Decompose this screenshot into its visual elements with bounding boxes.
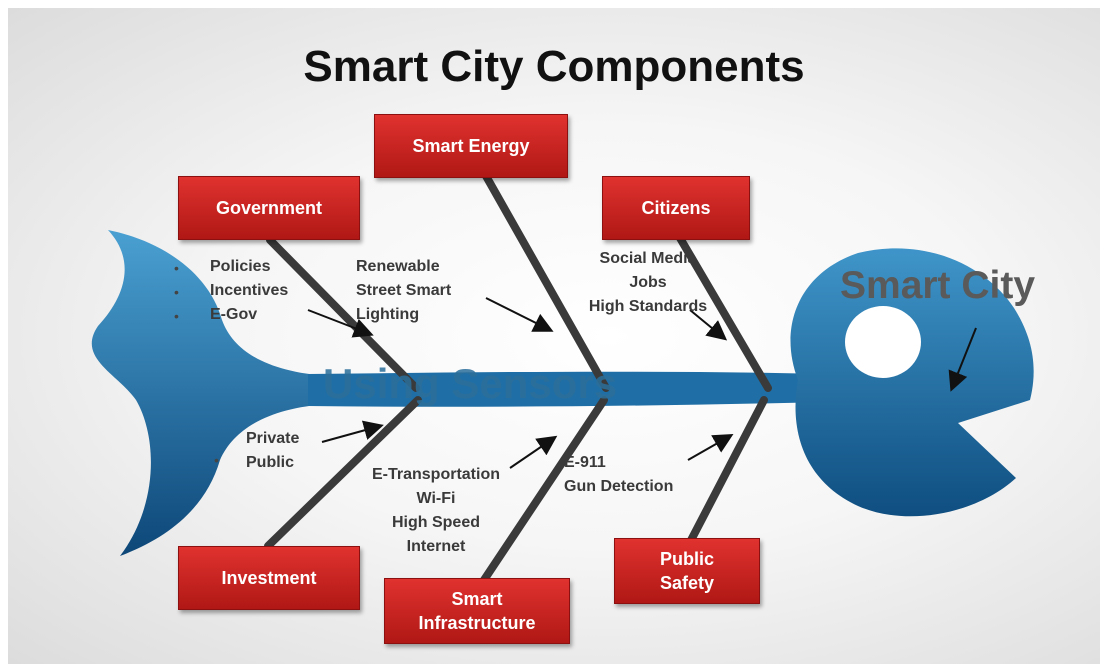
category-smart-energy: Smart Energy [374, 114, 568, 178]
detail-e-911: E-911 [564, 454, 606, 471]
fish-spine [308, 371, 828, 407]
head-label: Smart City [840, 264, 1036, 307]
fish-tail [91, 230, 328, 556]
detail-high-speed: High Speed [391, 514, 480, 531]
bone-smart-infrastructure [480, 396, 608, 584]
diagram-title: Smart City Components [303, 42, 805, 91]
detail-internet: Internet [406, 538, 466, 555]
bone-public-safety [684, 396, 768, 550]
fish-head [790, 248, 1034, 517]
bone-investment [264, 396, 422, 550]
detail-wi-fi: Wi-Fi [416, 490, 456, 507]
bullet: • [174, 260, 179, 276]
arrow-head [948, 327, 977, 392]
bullet: • [174, 284, 179, 300]
category-citizens: Citizens [602, 176, 750, 240]
bone-citizens [676, 234, 772, 392]
detail-e-gov: E-Gov [210, 306, 258, 323]
detail-lighting: Lighting [356, 306, 420, 323]
arrow-public-safety [687, 434, 734, 461]
bone-government [266, 236, 420, 392]
detail-high-standards: High Standards [588, 298, 708, 315]
arrow-smart-infrastructure [509, 435, 558, 469]
category-government: Government [178, 176, 360, 240]
bullet: • [214, 452, 219, 468]
spine-label: Using Sensors [323, 360, 618, 407]
category-investment: Investment [178, 546, 360, 610]
arrow-smart-energy [485, 297, 554, 332]
detail-public: Public [246, 454, 295, 471]
category-smart-infrastructure: Smart Infrastructure [384, 578, 570, 644]
detail-jobs: Jobs [629, 274, 667, 291]
detail-incentives: Incentives [210, 282, 289, 299]
detail-social-media: Social Media [599, 250, 697, 267]
bone-smart-energy [482, 172, 610, 392]
fishbone-diagram [91, 172, 1034, 584]
category-public-safety: Public Safety [614, 538, 760, 604]
detail-gun-detection: Gun Detection [564, 478, 674, 495]
slide: Smart City Components Smart City Using S… [8, 8, 1100, 664]
detail-e-transportation: E-Transportation [371, 466, 500, 483]
arrow-government [307, 309, 374, 338]
arrow-investment [321, 420, 384, 443]
fish-eye [845, 306, 921, 378]
arrow-citizens [689, 309, 728, 341]
detail-policies: Policies [210, 258, 271, 275]
detail-renewable: Renewable [356, 258, 440, 275]
detail-street-smart: Street Smart [356, 282, 452, 299]
bullet: • [174, 308, 179, 324]
detail-private: Private [246, 430, 300, 447]
